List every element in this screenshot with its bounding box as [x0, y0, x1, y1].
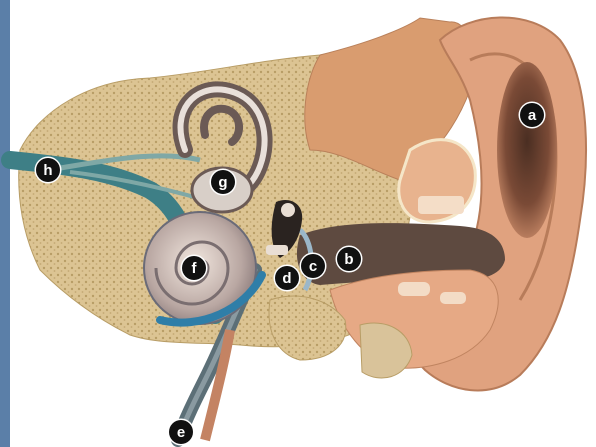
label-c-marker: c	[301, 254, 325, 278]
label-g-marker: g	[211, 170, 235, 194]
lobe-bone-bit	[398, 282, 430, 296]
ossicle-stapes	[266, 245, 288, 255]
label-f-marker: f	[182, 256, 206, 280]
label-d-marker: d	[275, 266, 299, 290]
label-a-marker: a	[520, 103, 544, 127]
label-b-marker: b	[337, 247, 361, 271]
concha	[497, 62, 557, 238]
cartilage-window	[418, 196, 464, 214]
label-h-marker: h	[36, 158, 60, 182]
ossicle-head	[281, 203, 295, 217]
label-e-marker: e	[169, 420, 193, 444]
lobe-bone-bit-2	[440, 292, 466, 304]
